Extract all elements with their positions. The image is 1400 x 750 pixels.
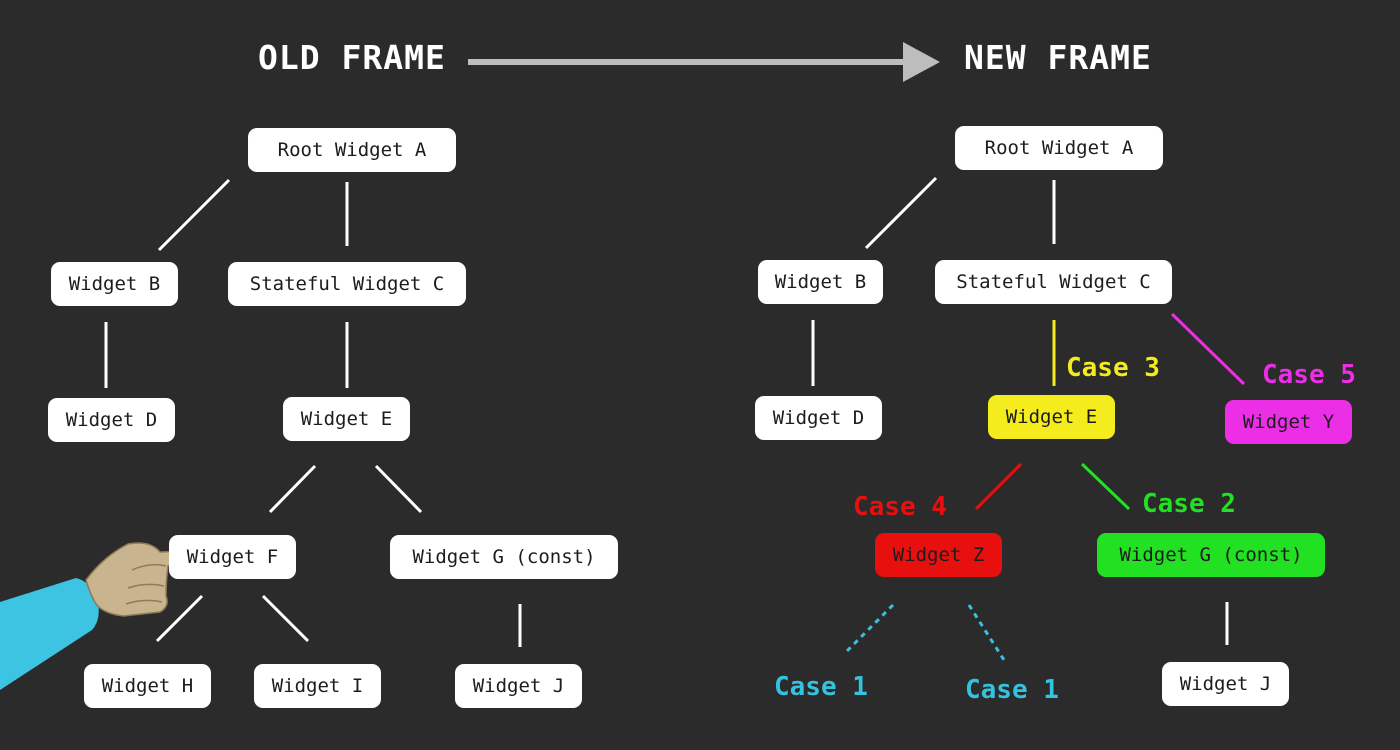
old-node-widget-f[interactable]: Widget F	[169, 535, 296, 579]
edge-new-z-case1-right	[967, 604, 1006, 661]
new-node-widget-j[interactable]: Widget J	[1162, 662, 1289, 706]
old-node-stateful-widget-c[interactable]: Stateful Widget C	[228, 262, 466, 306]
old-node-root-widget-a[interactable]: Root Widget A	[248, 128, 456, 172]
new-node-widget-z[interactable]: Widget Z	[875, 533, 1002, 577]
case-2-label: Case 2	[1142, 489, 1236, 519]
edge-new-e-g	[1080, 462, 1131, 511]
pointing-hand-icon	[0, 542, 194, 690]
case-3-label: Case 3	[1066, 353, 1160, 383]
new-node-root-widget-a[interactable]: Root Widget A	[955, 126, 1163, 170]
edge-new-e-z	[974, 462, 1023, 511]
old-node-widget-g-const[interactable]: Widget G (const)	[390, 535, 618, 579]
edge-f-h	[155, 594, 204, 643]
case-1-right-label: Case 1	[965, 675, 1059, 705]
edge-a-b	[157, 178, 231, 252]
new-node-widget-e[interactable]: Widget E	[988, 395, 1115, 439]
case-1-left-label: Case 1	[774, 672, 868, 702]
new-frame-heading: NEW FRAME	[964, 38, 1152, 77]
new-node-widget-y[interactable]: Widget Y	[1225, 400, 1352, 444]
new-node-widget-d[interactable]: Widget D	[755, 396, 882, 440]
edge-e-f	[268, 464, 317, 514]
edge-f-i	[261, 594, 310, 643]
old-node-widget-b[interactable]: Widget B	[51, 262, 178, 306]
edge-e-g	[374, 464, 423, 514]
old-node-widget-h[interactable]: Widget H	[84, 664, 211, 708]
case-5-label: Case 5	[1262, 360, 1356, 390]
old-frame-heading: OLD FRAME	[258, 38, 446, 77]
old-node-widget-j[interactable]: Widget J	[455, 664, 582, 708]
new-node-widget-g-const[interactable]: Widget G (const)	[1097, 533, 1325, 577]
old-node-widget-e[interactable]: Widget E	[283, 397, 410, 441]
new-node-widget-b[interactable]: Widget B	[758, 260, 883, 304]
right-arrow-icon	[468, 42, 940, 82]
case-4-label: Case 4	[853, 492, 947, 522]
old-node-widget-d[interactable]: Widget D	[48, 398, 175, 442]
new-node-stateful-widget-c[interactable]: Stateful Widget C	[935, 260, 1172, 304]
old-node-widget-i[interactable]: Widget I	[254, 664, 381, 708]
edge-new-c-y	[1170, 312, 1246, 386]
edge-new-z-case1-left	[845, 603, 895, 653]
edge-new-a-b	[864, 176, 938, 250]
